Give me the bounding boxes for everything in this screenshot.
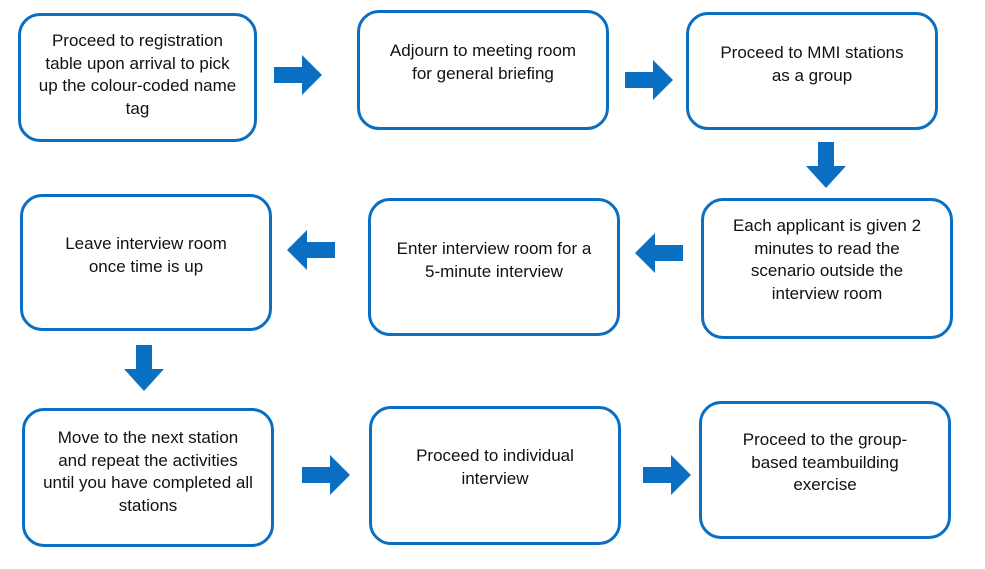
arrow-right-icon [643, 455, 691, 495]
step-leave-room-box: Leave interview room once time is up [20, 194, 272, 331]
step-next-station-box: Move to the next station and repeat the … [22, 408, 274, 547]
step-teambuilding-label: Proceed to the group-based teambuilding … [742, 430, 908, 494]
arrow-down-icon [124, 345, 164, 391]
arrow-down-icon [806, 142, 846, 188]
step-registration-box: Proceed to registration table upon arriv… [18, 13, 257, 142]
step-registration-label: Proceed to registration table upon arriv… [38, 31, 237, 118]
step-mmi-stations-label: Proceed to MMI stations as a group [720, 43, 904, 85]
step-read-scenario-box: Each applicant is given 2 minutes to rea… [701, 198, 953, 339]
arrow-left-icon [287, 230, 335, 270]
step-enter-interview-label: Enter interview room for a 5-minute inte… [396, 239, 592, 281]
step-leave-room-label: Leave interview room once time is up [65, 234, 227, 276]
step-individual-interview-box: Proceed to individual interview [369, 406, 621, 545]
step-meeting-room-box: Adjourn to meeting room for general brie… [357, 10, 609, 130]
arrow-left-icon [635, 233, 683, 273]
step-mmi-stations-box: Proceed to MMI stations as a group [686, 12, 938, 130]
step-read-scenario-label: Each applicant is given 2 minutes to rea… [732, 216, 922, 303]
step-next-station-label: Move to the next station and repeat the … [43, 428, 253, 515]
step-enter-interview-box: Enter interview room for a 5-minute inte… [368, 198, 620, 336]
arrow-right-icon [625, 60, 673, 100]
arrow-right-icon [302, 455, 350, 495]
step-teambuilding-box: Proceed to the group-based teambuilding … [699, 401, 951, 539]
arrow-right-icon [274, 55, 322, 95]
step-meeting-room-label: Adjourn to meeting room for general brie… [389, 41, 577, 83]
step-individual-interview-label: Proceed to individual interview [416, 446, 574, 488]
